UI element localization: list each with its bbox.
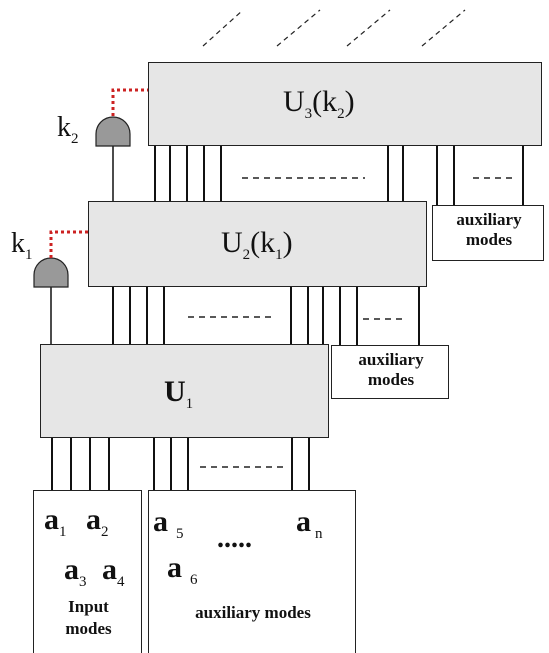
unitary-u1-box: U1 bbox=[40, 344, 329, 438]
u1-input-wires bbox=[51, 438, 310, 490]
unitary-u3-label: U3(k2) bbox=[283, 85, 355, 122]
classical-wire-k1 bbox=[49, 230, 90, 258]
aux-modes-middle-line2: modes bbox=[367, 370, 415, 389]
aux-modes-box-middle: auxiliary modes bbox=[331, 345, 449, 399]
u3-u2-wires bbox=[154, 146, 524, 205]
mode-a2: a2 bbox=[86, 503, 109, 540]
unitary-u2-box: U2(k1) bbox=[88, 201, 427, 287]
detector-k2-icon bbox=[95, 116, 131, 147]
detector-k1-label: k1 bbox=[11, 228, 33, 263]
aux-modes-top-line2: modes bbox=[465, 230, 513, 249]
detector-k1-icon bbox=[33, 257, 69, 288]
unitary-u1-label: U1 bbox=[164, 375, 194, 412]
mode-a4: a4 bbox=[102, 553, 125, 590]
mode-a1: a1 bbox=[44, 503, 67, 540]
detector-k2-label: k2 bbox=[57, 112, 79, 147]
mode-a3: a3 bbox=[64, 553, 87, 590]
aux-modes-top-line1: auxiliary bbox=[456, 210, 522, 229]
u2-dash-gaps bbox=[188, 316, 405, 320]
u2-u1-wires bbox=[112, 286, 420, 345]
mode-ellipsis: ..... bbox=[217, 523, 252, 554]
continuation-marks bbox=[202, 9, 466, 47]
unitary-u3-box: U3(k2) bbox=[148, 62, 542, 146]
classical-wire-k2 bbox=[111, 88, 148, 116]
input-modes-box: a1 a2 a3 a4 Input modes bbox=[33, 490, 142, 653]
unitary-u2-label: U2(k1) bbox=[221, 226, 293, 263]
input-modes-label-line2: modes bbox=[65, 619, 112, 638]
aux-modes-middle-line1: auxiliary bbox=[358, 350, 424, 369]
input-modes-label-line1: Input bbox=[68, 597, 109, 616]
aux-modes-box-top: auxiliary modes bbox=[432, 205, 544, 261]
aux-input-modes-label: auxiliary modes bbox=[195, 603, 311, 622]
